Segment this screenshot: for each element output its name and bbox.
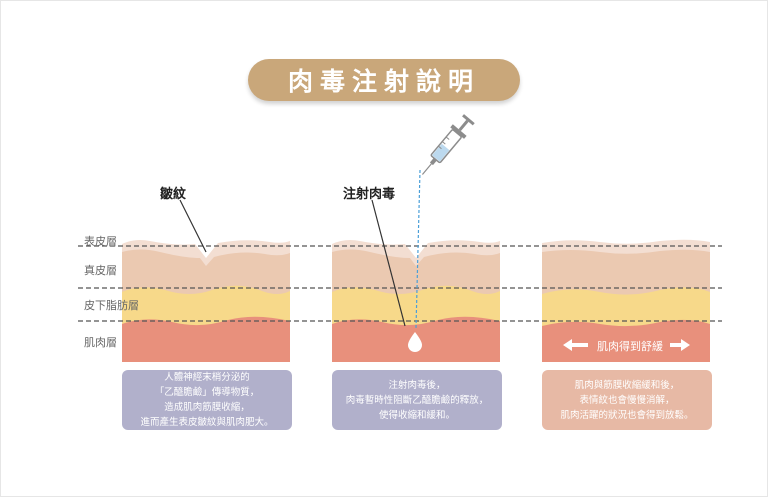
callout-wrinkle: 皺紋 xyxy=(160,187,187,202)
skin-block-relaxed xyxy=(542,239,710,362)
note-line: 進而產生表皮皺紋與肌肉肥大。 xyxy=(140,417,274,428)
note-line: 肌肉活躍的狀況也會得到放鬆。 xyxy=(560,409,694,421)
note-line: 注射肉毒後， xyxy=(388,379,446,391)
note-line: 造成肌肉筋膜收縮， xyxy=(164,402,250,413)
botox-pointer xyxy=(371,199,406,327)
drop-icon xyxy=(408,332,422,352)
note-box-2: 注射肉毒後， 肉毒暫時性阻斷乙醯膽鹼的釋放， 使得收縮和緩和。 xyxy=(332,370,502,430)
layer-guides xyxy=(78,245,722,322)
note-line: 「乙醯膽鹼」傳導物質， xyxy=(154,387,260,398)
note-line: 人體神經末梢分泌的 xyxy=(164,372,250,383)
note-line: 肌肉與筋膜收縮緩和後， xyxy=(574,379,680,391)
callout-botox: 注射肉毒 xyxy=(343,187,396,202)
relax-label: 肌肉得到舒緩 xyxy=(597,340,663,353)
relax-arrow-icon xyxy=(563,339,690,351)
label-subcutaneous: 皮下脂肪層 xyxy=(84,299,139,312)
label-epidermis: 表皮層 xyxy=(84,235,117,248)
note-box-3: 肌肉與筋膜收縮緩和後， 表情紋也會慢慢消解， 肌肉活躍的狀況也會得到放鬆。 xyxy=(542,370,712,430)
wrinkle-pointer xyxy=(179,199,207,253)
skin-block-wrinkle xyxy=(122,240,290,362)
needle-path xyxy=(415,169,421,329)
note-line: 表情紋也會慢慢消解， xyxy=(579,394,675,406)
label-muscle: 肌肉層 xyxy=(84,336,117,349)
note-line: 肉毒暫時性阻斷乙醯膽鹼的釋放， xyxy=(345,394,489,406)
note-box-1: 人體神經末梢分泌的 「乙醯膽鹼」傳導物質， 造成肌肉筋膜收縮， 進而產生表皮皺紋… xyxy=(122,370,292,430)
note-line: 使得收縮和緩和。 xyxy=(378,409,455,421)
page-title: 肉毒注射說明 xyxy=(248,59,520,101)
label-dermis: 真皮層 xyxy=(84,264,117,277)
syringe-icon xyxy=(421,114,475,175)
